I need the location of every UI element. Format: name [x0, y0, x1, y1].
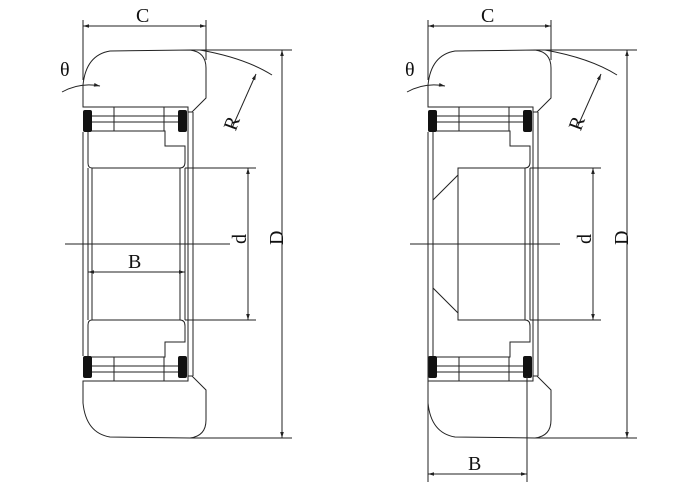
- dim-d-label: d: [574, 234, 596, 244]
- dim-C-label: C: [481, 5, 494, 27]
- dim-D-label: D: [611, 231, 633, 245]
- dim-theta-label: θ: [405, 59, 415, 81]
- dim-D-label: D: [266, 231, 288, 245]
- dim-R-label: R: [220, 113, 245, 134]
- dim-C-label: C: [136, 5, 149, 27]
- bearing-right: C θ R D d B: [405, 5, 637, 482]
- dim-B-label: B: [468, 453, 481, 475]
- dim-theta-label: θ: [60, 59, 70, 81]
- dim-R-label: R: [565, 113, 590, 134]
- dim-d-label: d: [229, 234, 251, 244]
- dim-B-label: B: [128, 251, 141, 273]
- bearing-left: C θ R D d B: [60, 5, 292, 439]
